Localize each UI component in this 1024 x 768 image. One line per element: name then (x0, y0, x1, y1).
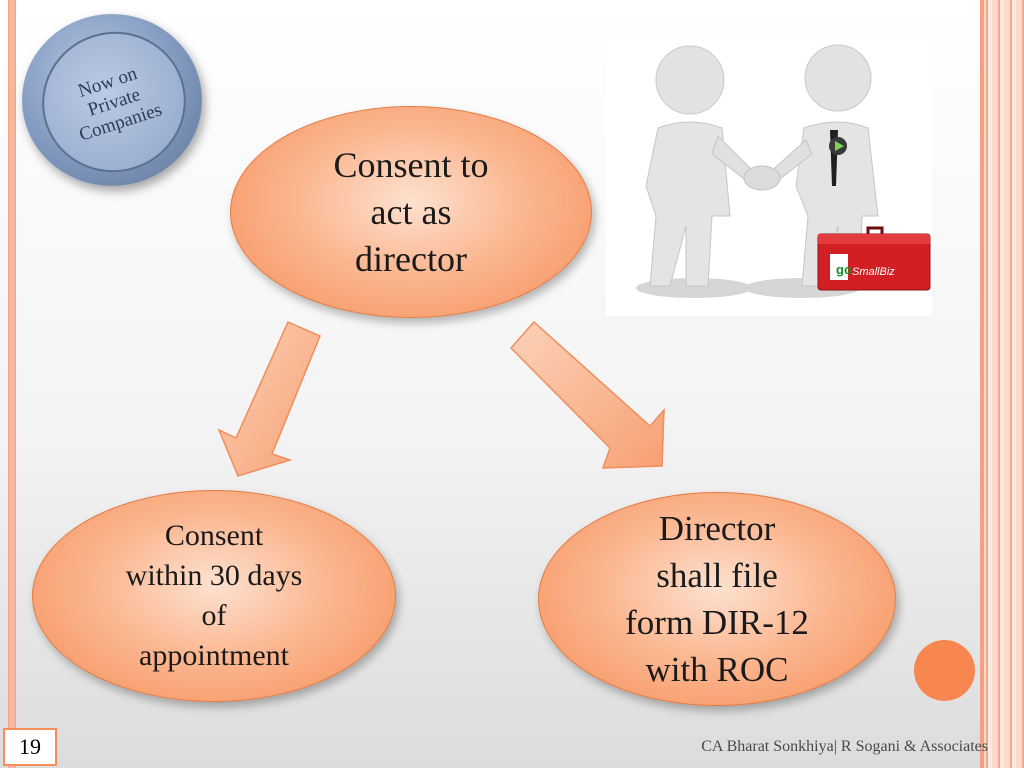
red-toolbox-icon: go SmallBiz (817, 226, 931, 291)
node-consent-to-act: Consent to act as director (230, 106, 592, 318)
handshake-illustration: go SmallBiz (606, 36, 932, 316)
decorative-orange-dot (914, 640, 975, 701)
svg-text:SmallBiz: SmallBiz (852, 266, 895, 278)
handshake-icon (743, 165, 781, 191)
slide-number: 19 (3, 728, 57, 766)
left-frame-stripe (8, 0, 16, 768)
node-consent-to-act-label: Consent to act as director (333, 144, 489, 279)
left-figure-icon (645, 45, 757, 287)
arrow-down-left (217, 321, 321, 477)
node-consent-within-30-days-label: Consent within 30 days of appointment (125, 519, 303, 672)
right-frame-border (980, 0, 1024, 768)
slide-footer: CA Bharat Sonkhiya| R Sogani & Associate… (701, 738, 988, 755)
node-file-dir-12: Director shall file form DIR-12 with ROC (538, 492, 896, 706)
node-consent-within-30-days: Consent within 30 days of appointment (32, 490, 396, 702)
arrow-down-right (509, 320, 665, 469)
node-file-dir-12-label: Director shall file form DIR-12 with ROC (625, 509, 809, 689)
svg-text:go: go (836, 262, 852, 277)
private-companies-stamp: Now on Private Companies (22, 13, 205, 191)
